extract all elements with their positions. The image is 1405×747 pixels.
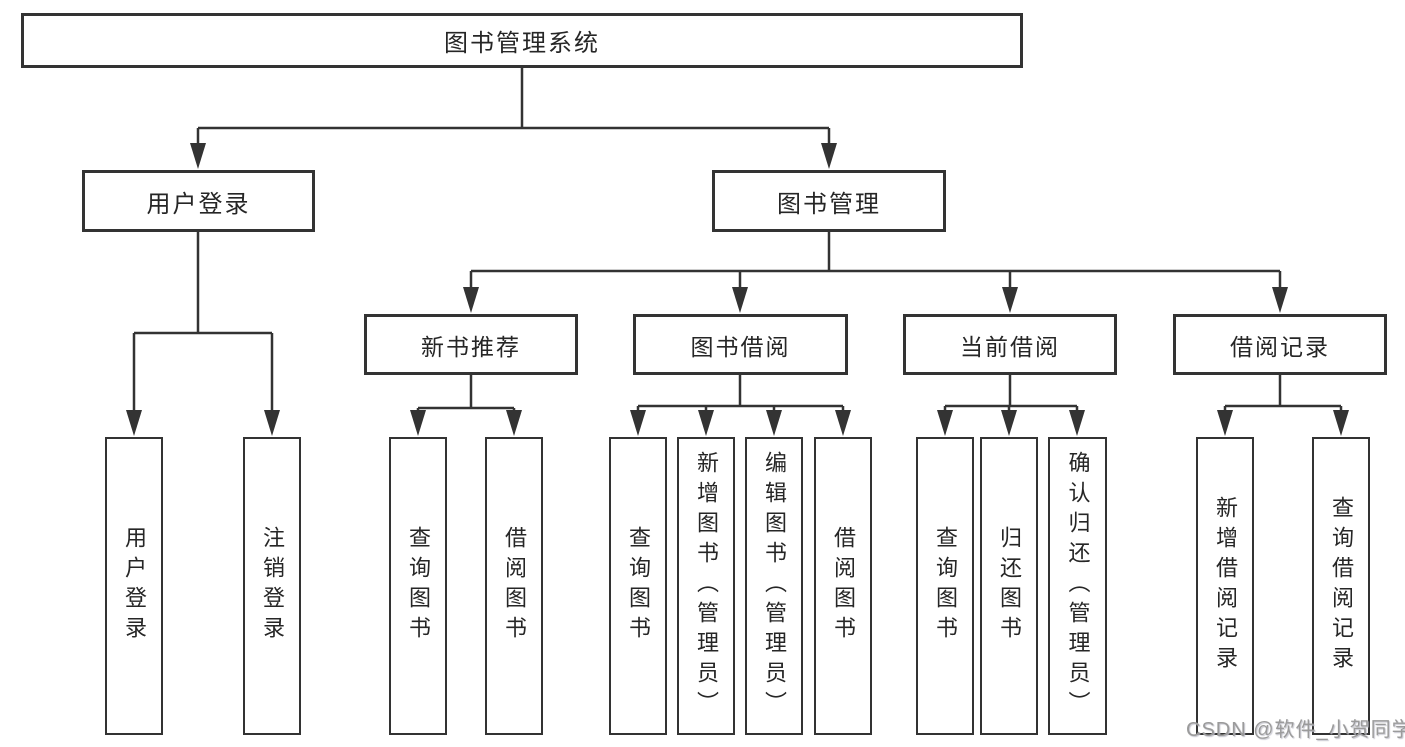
leaf-borrow-books-2-label: 借阅图书 [831,526,856,646]
node-user-login: 用户登录 [82,170,315,232]
leaf-return-books: 归还图书 [980,437,1038,735]
leaf-add-books-admin: 新增图书（管理员） [677,437,735,735]
connector-currentborrow-to-leaves [937,375,1085,436]
leaf-user-login-label: 用户登录 [122,526,147,646]
node-user-login-label: 用户登录 [146,190,251,218]
node-borrow-record: 借阅记录 [1173,314,1387,375]
node-new-book-recommend-label: 新书推荐 [421,333,521,360]
node-library-system: 图书管理系统 [21,13,1023,68]
node-book-borrow-label: 图书借阅 [690,333,791,360]
leaf-add-borrow-record-label: 新增借阅记录 [1213,496,1238,676]
connector-borrowrecord-to-leaves [1217,375,1349,436]
node-borrow-record-label: 借阅记录 [1230,333,1330,360]
node-book-management: 图书管理 [712,170,946,232]
leaf-borrow-books-1-label: 借阅图书 [502,526,527,646]
connector-bookmgmt-to-level3 [463,232,1288,313]
leaf-borrow-books-1: 借阅图书 [485,437,543,735]
connector-root-to-level2 [190,68,837,169]
leaf-query-borrow-record-label: 查询借阅记录 [1329,496,1354,676]
leaf-user-login: 用户登录 [105,437,163,735]
leaf-return-books-label: 归还图书 [997,526,1022,646]
leaf-query-books-3-label: 查询图书 [933,526,958,646]
leaf-logout-label: 注销登录 [260,526,285,646]
leaf-query-books-2-label: 查询图书 [626,526,651,646]
connector-userlogin-to-leaves [126,232,280,436]
node-current-borrow-label: 当前借阅 [960,333,1060,360]
node-book-management-label: 图书管理 [777,190,881,218]
leaf-edit-books-admin-label: 编辑图书（管理员） [762,451,787,721]
leaf-confirm-return-admin-label: 确认归还（管理员） [1065,451,1091,721]
leaf-query-borrow-record: 查询借阅记录 [1312,437,1370,735]
leaf-query-books-1: 查询图书 [389,437,447,735]
node-current-borrow: 当前借阅 [903,314,1117,375]
leaf-logout: 注销登录 [243,437,301,735]
leaf-add-borrow-record: 新增借阅记录 [1196,437,1254,735]
connector-newbook-to-leaves [410,375,522,436]
leaf-borrow-books-2: 借阅图书 [814,437,872,735]
node-library-system-label: 图书管理系统 [444,30,600,57]
node-book-borrow: 图书借阅 [633,314,848,375]
leaf-edit-books-admin: 编辑图书（管理员） [745,437,803,735]
node-new-book-recommend: 新书推荐 [364,314,578,375]
leaf-confirm-return-admin: 确认归还（管理员） [1048,437,1107,735]
leaf-query-books-3: 查询图书 [916,437,974,735]
leaf-add-books-admin-label: 新增图书（管理员） [694,451,719,721]
leaf-query-books-2: 查询图书 [609,437,667,735]
leaf-query-books-1-label: 查询图书 [406,526,431,646]
csdn-watermark: CSDN @软件_小贺同学 [1186,719,1405,741]
connector-bookborrow-to-leaves [630,375,851,436]
